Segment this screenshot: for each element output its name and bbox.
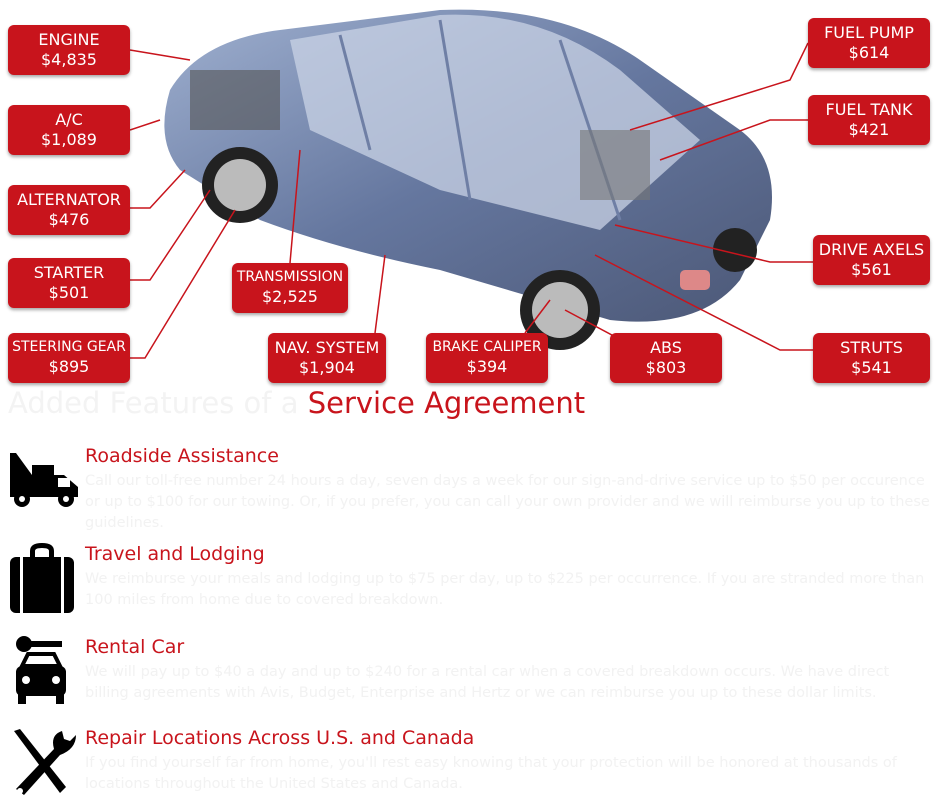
part-price: $394	[466, 356, 508, 376]
part-price: $541	[851, 358, 892, 377]
tow-truck-icon	[10, 453, 78, 507]
part-price: $4,835	[41, 50, 97, 69]
part-tag-starter: STARTER$501	[8, 258, 130, 308]
part-tag-engine: ENGINE$4,835	[8, 25, 130, 75]
part-name: NAV. SYSTEM	[274, 338, 380, 357]
part-tag-transmission: TRANSMISSION$2,525	[232, 263, 348, 313]
part-tag-brake-caliper: BRAKE CALIPER$394	[426, 333, 548, 383]
part-price: $614	[848, 43, 890, 62]
feature-heading: Repair Locations Across U.S. and Canada	[85, 727, 475, 749]
part-name: TRANSMISSION	[236, 269, 344, 286]
part-tag-fuel-tank: FUEL TANK$421	[808, 95, 930, 145]
part-name: STEERING GEAR	[12, 339, 126, 356]
part-price: $476	[48, 210, 90, 229]
tools-icon	[14, 729, 76, 795]
part-tag-abs: ABS$803	[610, 333, 722, 383]
car-cutaway-image	[164, 9, 772, 350]
section-title: Added Features of a Service Agreement	[8, 386, 585, 420]
part-name: FUEL PUMP	[824, 23, 914, 42]
feature-heading: Rental Car	[85, 636, 185, 658]
part-price: $561	[851, 260, 892, 279]
part-name: STARTER	[33, 263, 105, 282]
part-name: DRIVE AXELS	[818, 240, 925, 259]
feature-body: Call our toll-free number 24 hours a day…	[85, 473, 930, 531]
feature-heading: Roadside Assistance	[85, 445, 279, 467]
part-price: $1,904	[299, 358, 355, 377]
part-name: ALTERNATOR	[17, 190, 121, 209]
part-tag-fuel-pump: FUEL PUMP$614	[808, 18, 930, 68]
part-tag-ac: A/C$1,089	[8, 105, 130, 155]
part-price: $1,089	[41, 130, 97, 149]
connector-lines	[129, 42, 813, 359]
part-price: $421	[848, 120, 890, 139]
part-name: FUEL TANK	[825, 100, 913, 119]
suitcase-icon	[10, 543, 74, 613]
part-price: $895	[48, 356, 90, 376]
part-name: ENGINE	[38, 30, 100, 49]
feature-heading: Travel and Lodging	[85, 543, 265, 565]
part-price: $501	[48, 283, 90, 302]
feature-body: We will pay up to $40 a day and up to $2…	[85, 664, 890, 701]
feature-body: We reimburse your meals and lodging up t…	[85, 571, 925, 608]
part-tag-drive-axels: DRIVE AXELS$561	[813, 235, 930, 285]
feature-body: If you find yourself far from home, you'…	[85, 755, 897, 792]
part-tag-steering-gear: STEERING GEAR$895	[8, 333, 130, 383]
part-name: BRAKE CALIPER	[432, 339, 542, 356]
part-price: $803	[645, 358, 687, 377]
part-tag-alternator: ALTERNATOR$476	[8, 185, 130, 235]
part-tag-nav-system: NAV. SYSTEM$1,904	[268, 333, 386, 383]
section-title-part2: Service Agreement	[307, 386, 586, 420]
part-tag-struts: STRUTS$541	[813, 333, 930, 383]
part-name: STRUTS	[840, 338, 903, 357]
part-name: ABS	[650, 338, 682, 357]
section-title-part1: Added Features of a	[8, 386, 308, 420]
car-key-icon	[16, 636, 66, 704]
part-price: $2,525	[262, 286, 318, 306]
part-name: A/C	[55, 110, 83, 129]
